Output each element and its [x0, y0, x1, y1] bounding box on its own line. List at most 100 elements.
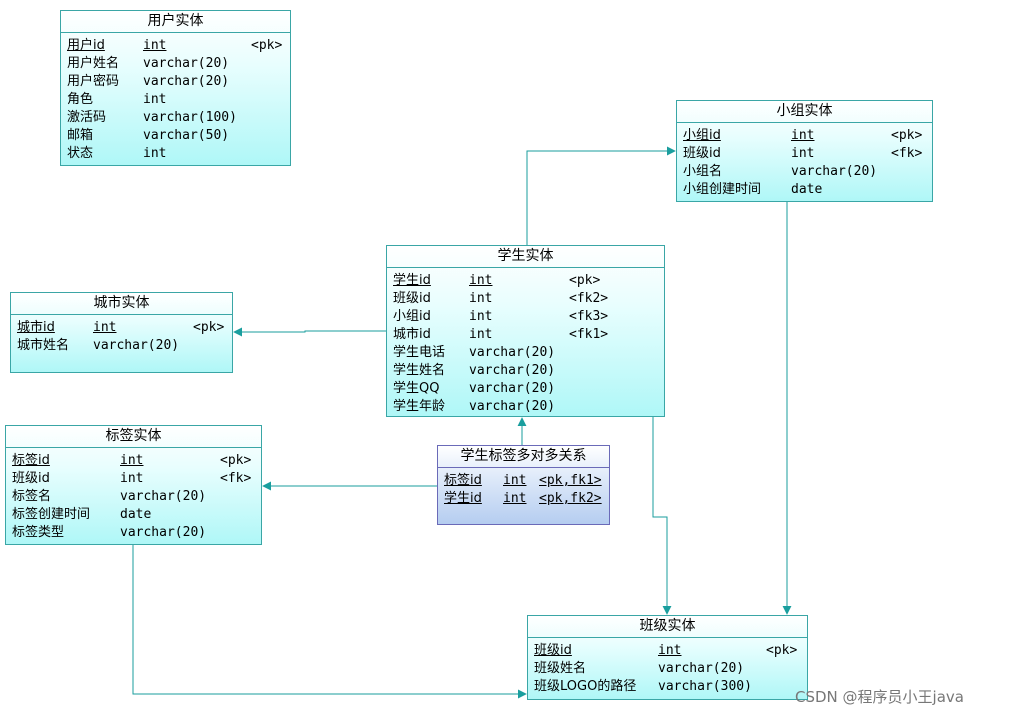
attribute-row: 标签id int <pk> [12, 452, 261, 470]
attribute-name: 小组创建时间 [683, 182, 762, 197]
attribute-name: 班级id [12, 471, 50, 486]
attribute-type: int [658, 643, 682, 658]
attribute-name: 学生年龄 [393, 399, 446, 414]
attribute-name: 学生姓名 [393, 363, 446, 378]
attribute-row: 小组名 varchar(20) [683, 163, 932, 181]
attribute-key: <fk1> [569, 327, 609, 342]
entity-title: 用户实体 [61, 11, 290, 33]
attribute-name: 角色 [67, 92, 94, 107]
attribute-name: 学生电话 [393, 345, 446, 360]
attribute-name: 班级id [683, 146, 721, 161]
attribute-name: 学生id [444, 491, 482, 506]
attribute-type: varchar(20) [143, 74, 230, 89]
attribute-row: 学生年龄 varchar(20) [393, 398, 664, 416]
attribute-type: varchar(20) [469, 399, 556, 414]
entity-title: 小组实体 [677, 101, 932, 123]
attribute-type: date [120, 507, 152, 522]
attribute-name: 小组名 [683, 164, 723, 179]
attribute-row: 小组id int <fk3> [393, 308, 664, 326]
attribute-name: 学生id [393, 273, 431, 288]
entity-title: 班级实体 [528, 616, 807, 638]
entity-student[interactable]: 学生实体 学生id int <pk> 班级id int <fk2> 小组id int <fk3>… [386, 245, 665, 417]
attribute-row: 学生id int <pk,fk2> [444, 490, 609, 508]
attribute-type: int [469, 291, 493, 306]
attribute-row: 学生姓名 varchar(20) [393, 362, 664, 380]
attribute-type: int [93, 320, 117, 335]
attribute-key: <pk,fk2> [539, 491, 602, 506]
attribute-key: <pk> [569, 273, 601, 288]
attribute-row: 学生id int <pk> [393, 272, 664, 290]
entity-title: 城市实体 [11, 293, 232, 315]
attribute-type: varchar(20) [120, 525, 207, 540]
attribute-type: int [120, 453, 144, 468]
entity-title: 学生实体 [387, 246, 664, 268]
attribute-row: 学生电话 varchar(20) [393, 344, 664, 362]
attribute-type: varchar(20) [658, 661, 745, 676]
attribute-type: varchar(20) [469, 363, 556, 378]
attribute-row: 用户密码 varchar(20) [67, 73, 290, 91]
attribute-row: 标签名 varchar(20) [12, 488, 261, 506]
attribute-name: 班级id [393, 291, 431, 306]
attribute-type: varchar(20) [469, 345, 556, 360]
entity-title: 学生标签多对多关系 [438, 446, 609, 468]
attribute-type: int [791, 146, 815, 161]
attribute-name: 标签名 [12, 489, 52, 504]
attribute-key: <fk3> [569, 309, 609, 324]
attribute-row: 用户id int <pk> [67, 37, 290, 55]
attribute-name: 标签id [12, 453, 50, 468]
attribute-name: 标签创建时间 [12, 507, 91, 522]
attribute-name: 班级姓名 [534, 661, 587, 676]
attribute-name: 城市姓名 [17, 338, 70, 353]
attribute-type: varchar(20) [469, 381, 556, 396]
attribute-name: 标签类型 [12, 525, 65, 540]
attribute-type: int [143, 38, 167, 53]
attribute-name: 状态 [67, 146, 94, 161]
attribute-type: varchar(20) [120, 489, 207, 504]
attribute-type: varchar(50) [143, 128, 230, 143]
attribute-name: 用户id [67, 38, 105, 53]
attribute-key: <fk> [220, 471, 252, 486]
attribute-row: 班级姓名 varchar(20) [534, 660, 807, 678]
attribute-key: <pk> [220, 453, 252, 468]
attribute-type: int [469, 327, 493, 342]
attribute-key: <pk> [193, 320, 225, 335]
attribute-name: 激活码 [67, 110, 107, 125]
attribute-name: 班级LOGO的路径 [534, 679, 637, 694]
attribute-type: int [469, 273, 493, 288]
attribute-type: int [503, 491, 527, 506]
attribute-name: 小组id [393, 309, 431, 324]
attribute-key: <fk> [891, 146, 923, 161]
attribute-row: 标签创建时间 date [12, 506, 261, 524]
attribute-type: varchar(20) [791, 164, 878, 179]
attribute-name: 用户姓名 [67, 56, 120, 71]
attribute-name: 用户密码 [67, 74, 120, 89]
watermark: CSDN @程序员小王java [795, 688, 964, 706]
attribute-row: 班级id int <fk> [683, 145, 932, 163]
link-tag-to-class [132, 545, 527, 699]
attribute-row: 角色 int [67, 91, 290, 109]
attribute-type: int [120, 471, 144, 486]
attribute-type: int [469, 309, 493, 324]
link-student-to-group [526, 146, 676, 245]
attribute-row: 标签类型 varchar(20) [12, 524, 261, 542]
attribute-key: <pk,fk1> [539, 473, 602, 488]
attribute-type: int [143, 92, 167, 107]
attribute-key: <fk2> [569, 291, 609, 306]
attribute-key: <pk> [251, 38, 283, 53]
